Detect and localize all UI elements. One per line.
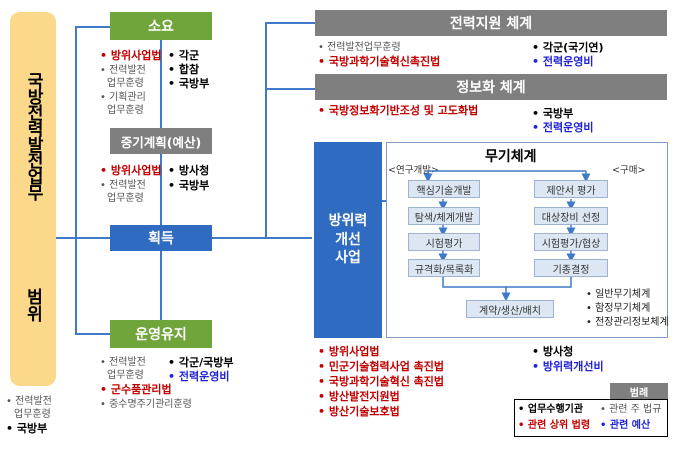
scope-title-bottom: 범위 — [22, 288, 43, 322]
rnd-step-3[interactable]: 시험평가 — [408, 233, 480, 251]
legend-item-org: • 업무수행기관 — [518, 404, 584, 415]
info-budget: • 전력운영비 — [532, 121, 594, 134]
ops-reg-2: 업무훈령 — [107, 370, 144, 381]
connector-branch-soyo — [75, 26, 110, 28]
connector-branch-ops — [75, 333, 110, 335]
support-reg: • 전력발전업무훈령 — [318, 42, 401, 53]
rnd-step-2[interactable]: 탐색/체계개발 — [408, 207, 480, 225]
soyo-law: • 방위사업법 — [100, 49, 162, 62]
left-note-2: 업무훈령 — [14, 409, 51, 420]
defense-budget: • 방위력개선비 — [532, 360, 604, 373]
connector-right-support — [265, 22, 315, 24]
rnd-step-4[interactable]: 규격화/목록화 — [408, 259, 480, 277]
contract-production-step[interactable]: 계약/생산/배치 — [466, 300, 554, 318]
legend-title: 범례 — [610, 383, 668, 399]
ops-law: • 군수품관리법 — [100, 383, 172, 396]
connector-acq-to-right — [212, 237, 312, 239]
acquisition-box[interactable]: 획득 — [110, 225, 212, 251]
plan-law: • 방위사업법 — [100, 164, 162, 177]
defense-law-4: • 방산발전지원법 — [318, 390, 400, 403]
soyo-org-1: • 각군 — [168, 49, 200, 62]
connector-right-info — [265, 88, 315, 90]
ops-reg-3: • 중수명주기관리훈령 — [100, 399, 192, 410]
soyo-reg-4: 업무훈령 — [107, 105, 144, 116]
info-org: • 국방부 — [532, 107, 574, 120]
plan-org-2: • 국방부 — [168, 179, 210, 192]
legend-box — [514, 399, 668, 437]
soyo-org-2: • 합참 — [168, 63, 200, 76]
defense-law-3: • 국방과학기술혁신 촉진법 — [318, 375, 445, 388]
purchase-step-2[interactable]: 대상장비 선정 — [534, 207, 608, 225]
connector-right-vertical — [265, 22, 267, 238]
purchase-step-4[interactable]: 기종결정 — [534, 259, 608, 277]
defense-law-1: • 방위사업법 — [318, 345, 380, 358]
legend-item-law: • 관련 상위 법령 — [518, 420, 591, 431]
info-law: • 국방정보화기반조성 및 고도화법 — [318, 104, 479, 117]
defense-improvement-box[interactable]: 방위력 개선 사업 — [314, 142, 382, 338]
weapon-category-1: • 일반무기체계 — [586, 289, 651, 300]
soyo-reg-2: 업무훈령 — [107, 78, 144, 89]
legend-item-reg: • 관련 주 법규 — [600, 404, 662, 415]
left-note-3: • 국방부 — [6, 422, 48, 435]
info-system-box[interactable]: 정보화 체계 — [315, 74, 667, 100]
rnd-step-1[interactable]: 핵심기술개발 — [408, 180, 480, 198]
ops-reg-1: • 전력발전 — [100, 357, 146, 368]
scope-title-top: 국방전력발전업무 — [23, 72, 44, 200]
purchase-step-1[interactable]: 제안서 평가 — [534, 180, 608, 198]
rnd-caption: <연구개발> — [388, 165, 439, 176]
support-org: • 각군(국기연) — [532, 41, 604, 54]
scope-title-bar — [10, 12, 56, 386]
ops-org: • 각군/국방부 — [168, 356, 234, 369]
weapon-category-3: • 전장관리정보체계 — [586, 317, 669, 328]
soyo-box[interactable]: 소요 — [110, 12, 212, 40]
support-budget: • 전력운영비 — [532, 55, 594, 68]
plan-reg-2: 업무훈령 — [107, 193, 144, 204]
weapon-system-title: 무기체계 — [485, 149, 537, 165]
weapon-flow-arrows — [423, 170, 591, 302]
legend-item-budget: • 관련 예산 — [600, 420, 651, 431]
connector-branch-vertical — [75, 26, 77, 334]
support-system-box[interactable]: 전력지원 체계 — [315, 10, 667, 36]
plan-reg-1: • 전력발전 — [100, 180, 146, 191]
plan-box[interactable]: 중기계획(예산) — [110, 128, 212, 154]
purchase-step-3[interactable]: 시험평가/협상 — [534, 233, 608, 251]
connector-defense-weapon — [382, 200, 386, 202]
defense-org: • 방사청 — [532, 345, 574, 358]
soyo-reg-3: • 기획관리 — [100, 92, 146, 103]
operation-box[interactable]: 운영유지 — [110, 320, 212, 348]
defense-law-5: • 방산기술보호법 — [318, 405, 400, 418]
ops-budget: • 전력운영비 — [168, 370, 230, 383]
purchase-caption: <구매> — [612, 165, 646, 176]
connector-plan-ops-vertical — [160, 248, 162, 324]
soyo-reg-1: • 전력발전 — [100, 65, 146, 76]
left-note-1: • 전력발전 — [6, 396, 52, 407]
weapon-category-2: • 함정무기체계 — [586, 303, 651, 314]
defense-law-2: • 민군기술협력사업 촉진법 — [318, 360, 445, 373]
connector-left-to-acq — [55, 237, 112, 239]
plan-org-1: • 방사청 — [168, 164, 210, 177]
soyo-org-3: • 국방부 — [168, 77, 210, 90]
support-law: • 국방과학기술혁신촉진법 — [318, 55, 441, 68]
